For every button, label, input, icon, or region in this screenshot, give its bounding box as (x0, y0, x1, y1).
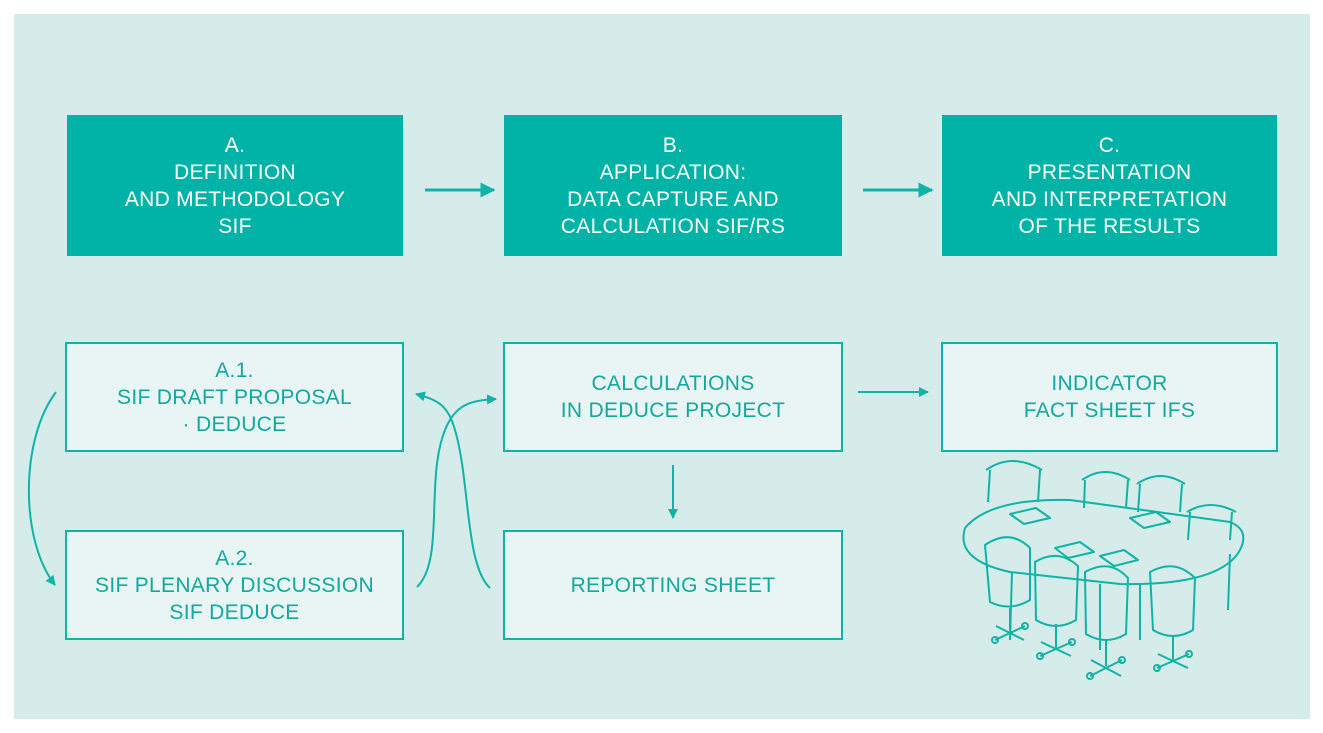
step-a2-label: A.2. (215, 546, 254, 570)
stage-b-line-3: CALCULATION SIF/RS (560, 214, 786, 238)
reporting-sheet-label: REPORTING SHEET (570, 573, 776, 597)
stage-c-line-1: PRESENTATION (1027, 160, 1192, 184)
indicator-box: INDICATOR FACT SHEET IFS (941, 342, 1278, 452)
step-a1-label: A.1. (215, 358, 254, 382)
stage-b-box: B. APPLICATION: DATA CAPTURE AND CALCULA… (504, 115, 842, 256)
calculations-box: CALCULATIONS IN DEDUCE PROJECT (503, 342, 843, 452)
step-a1-line-1: SIF DRAFT PROPOSAL (117, 385, 352, 409)
arrow-a2-to-calc (416, 394, 497, 588)
arrow-report-to-a1 (415, 391, 491, 589)
step-a2-box: A.2. SIF PLENARY DISCUSSION SIF DEDUCE (65, 530, 404, 640)
stage-b-line-2: DATA CAPTURE AND (567, 187, 779, 211)
stage-a-line-1: DEFINITION (174, 160, 296, 184)
step-a2-line-1: SIF PLENARY DISCUSSION (95, 573, 374, 597)
stage-c-line-2: AND INTERPRETATION (991, 187, 1228, 211)
reporting-sheet-box: REPORTING SHEET (503, 530, 843, 640)
indicator-line-2: FACT SHEET IFS (1023, 399, 1196, 422)
stage-b-line-1: APPLICATION: (599, 160, 747, 184)
indicator-line-1: INDICATOR (1051, 372, 1168, 395)
calculations-line-1: CALCULATIONS (591, 372, 755, 395)
stage-a-line-3: SIF (218, 214, 252, 238)
stage-c-label: C. (1098, 133, 1121, 157)
stage-c-line-3: OF THE RESULTS (1018, 214, 1201, 238)
stage-a-box: A. DEFINITION AND METHODOLOGY SIF (67, 115, 403, 256)
stage-a-label: A. (224, 133, 246, 157)
calculations-line-2: IN DEDUCE PROJECT (560, 399, 786, 422)
meeting-table-icon (962, 460, 1245, 680)
stage-c-box: C. PRESENTATION AND INTERPRETATION OF TH… (942, 115, 1277, 256)
stage-a-line-2: AND METHODOLOGY (124, 187, 346, 211)
step-a1-box: A.1. SIF DRAFT PROPOSAL · DEDUCE (65, 342, 404, 452)
stage-b-label: B. (662, 133, 684, 157)
step-a1-line-2: · DEDUCE (182, 412, 287, 436)
arrow-a1-to-a2 (27, 391, 57, 586)
step-a2-line-2: SIF DEDUCE (169, 600, 300, 624)
